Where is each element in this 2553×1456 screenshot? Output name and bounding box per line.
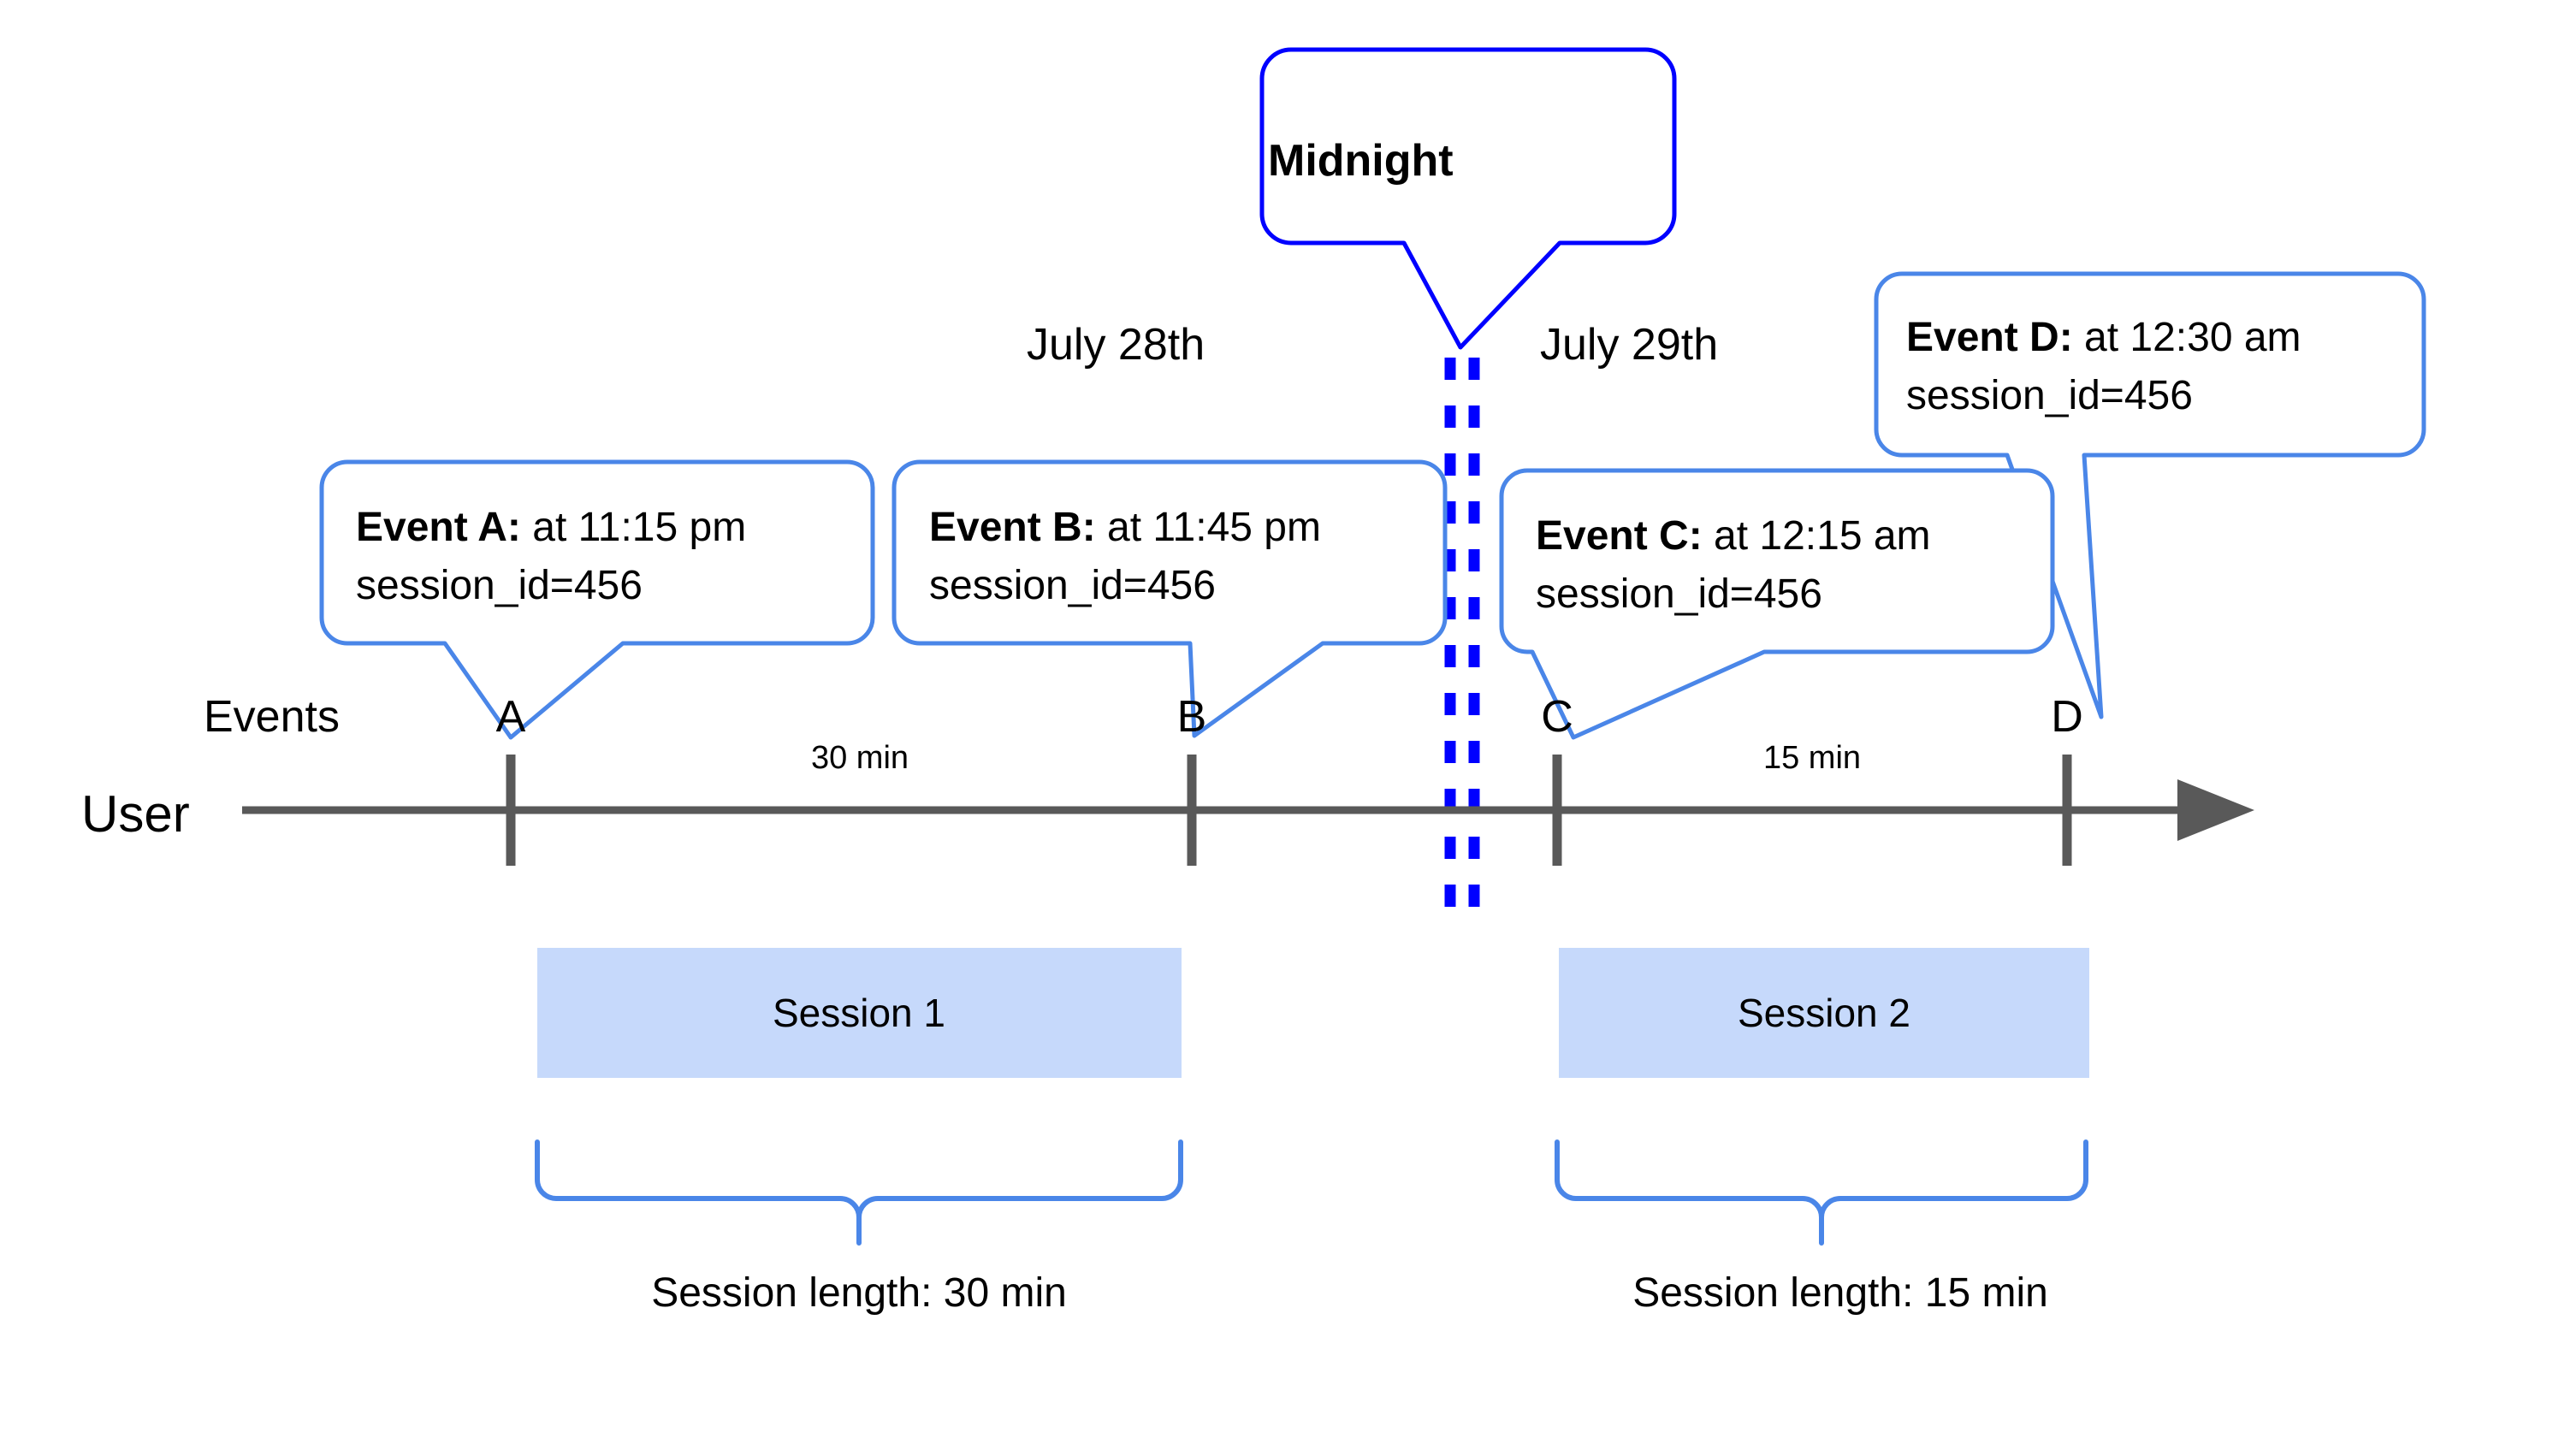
event-callout-a: Event A: at 11:15 pm session_id=456: [319, 459, 875, 740]
event-callout-b-detail: at 11:45 pm: [1096, 505, 1321, 550]
session-brace-1: Session length: 30 min: [535, 1139, 1183, 1316]
event-callout-c: Event C: at 12:15 am session_id=456: [1499, 468, 2055, 740]
session-length-label-1: Session length: 30 min: [651, 1270, 1067, 1316]
event-callout-c-detail: at 12:15 am: [1703, 513, 1931, 559]
event-callout-d-line1: Event D: at 12:30 am: [1906, 315, 2301, 360]
session-bar-2-rect: [1559, 948, 2089, 1078]
event-callout-b-line2: session_id=456: [929, 563, 1216, 608]
event-callout-d-title: Event D:: [1906, 315, 2073, 360]
session-bar-1-rect: [537, 948, 1182, 1078]
event-callout-c-line2: session_id=456: [1536, 571, 1822, 617]
midnight-label: Midnight: [1268, 136, 1454, 186]
event-callout-a-bubble: [319, 459, 875, 740]
session-length-label-2: Session length: 15 min: [1632, 1270, 2048, 1316]
interval-label-1: 30 min: [811, 740, 909, 776]
session-bar-2: Session 2: [1559, 948, 2089, 1078]
event-callout-c-title: Event C:: [1536, 513, 1703, 559]
event-callout-d-bubble: [1874, 271, 2426, 719]
session-brace-1-path: [535, 1139, 1183, 1246]
user-row-label: User: [81, 785, 190, 843]
tick-letter-d: D: [2051, 692, 2083, 742]
tick-letter-c: C: [1541, 692, 1573, 742]
midnight-callout: Midnight: [1259, 47, 1677, 350]
event-callout-c-bubble: [1499, 468, 2055, 740]
event-callout-a-title: Event A:: [356, 505, 521, 550]
event-callout-a-line2: session_id=456: [356, 563, 643, 608]
session-bar-2-label: Session 2: [1738, 991, 1910, 1035]
session-bar-1: Session 1: [537, 948, 1182, 1078]
event-callout-b-bubble: [891, 459, 1448, 738]
events-row-label: Events: [204, 692, 340, 742]
tick-letter-b: B: [1177, 692, 1207, 742]
date-label-left: July 28th: [1027, 320, 1205, 370]
midnight-boundary-lines: [1444, 358, 1480, 920]
event-callout-d: Event D: at 12:30 am session_id=456: [1874, 271, 2426, 719]
tick-letter-a: A: [496, 692, 526, 742]
session-bar-1-label: Session 1: [773, 991, 945, 1035]
event-callout-a-detail: at 11:15 pm: [521, 505, 746, 550]
date-label-right: July 29th: [1540, 320, 1718, 370]
event-callout-c-line1: Event C: at 12:15 am: [1536, 513, 1931, 559]
event-callout-b-title: Event B:: [929, 505, 1096, 550]
session-brace-2: Session length: 15 min: [1555, 1139, 2088, 1316]
event-callout-d-detail: at 12:30 am: [2073, 315, 2301, 360]
midnight-callout-bubble: [1259, 47, 1677, 350]
event-callout-b: Event B: at 11:45 pm session_id=456: [891, 459, 1448, 738]
interval-label-2: 15 min: [1763, 740, 1861, 776]
session-brace-2-path: [1555, 1139, 2088, 1246]
timeline-axis: [242, 755, 2254, 866]
event-callout-d-line2: session_id=456: [1906, 373, 2193, 418]
event-callout-b-line1: Event B: at 11:45 pm: [929, 505, 1321, 550]
event-callout-a-line1: Event A: at 11:15 pm: [356, 505, 746, 550]
